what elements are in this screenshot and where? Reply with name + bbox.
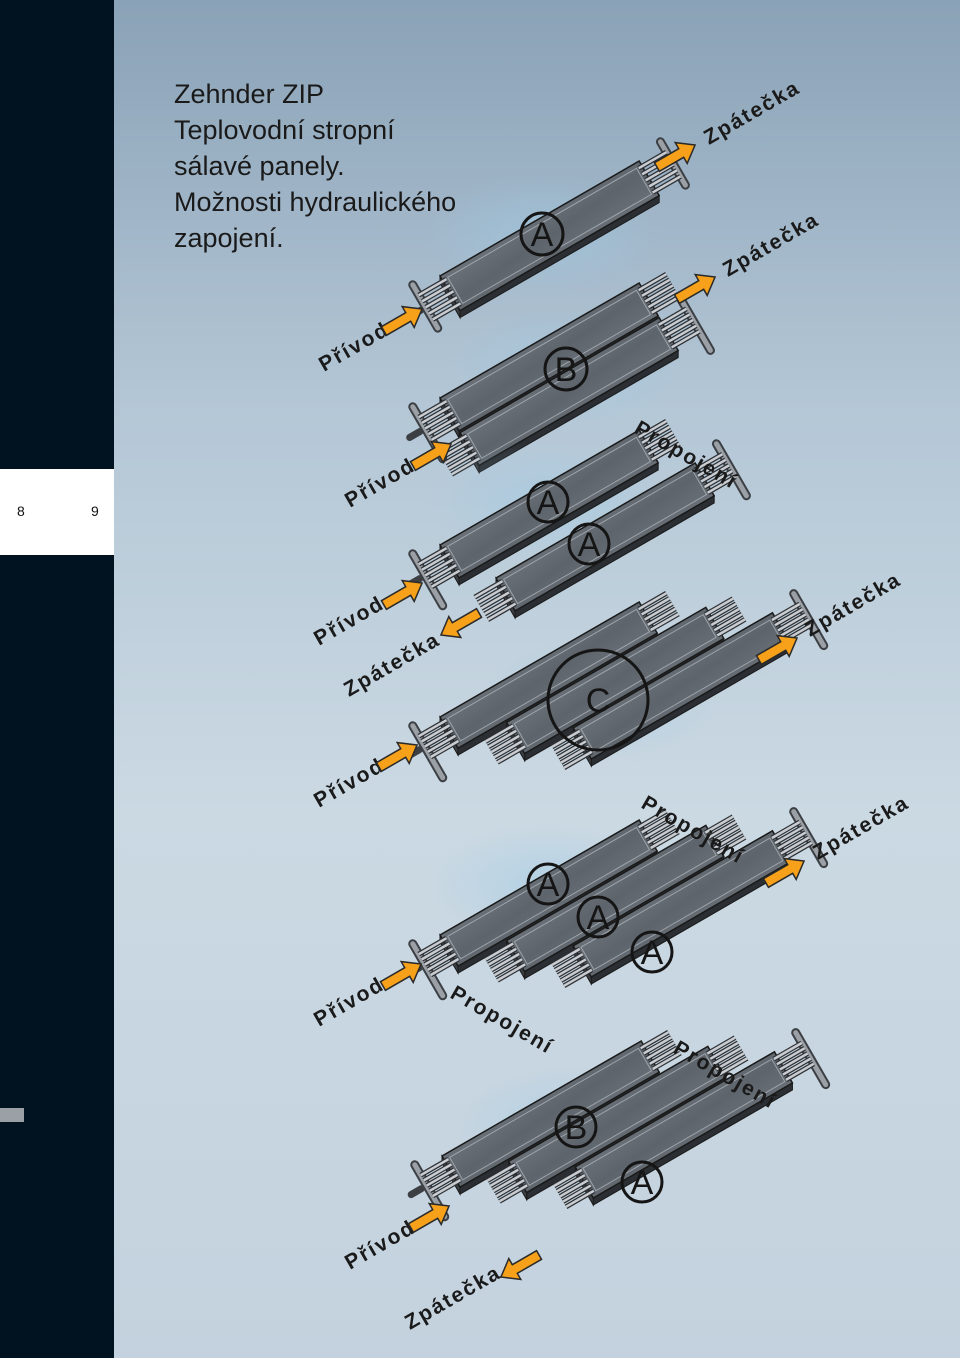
label-zpatecka: Zpátečka: [401, 1261, 505, 1334]
connection-group-g5: AAA: [409, 811, 824, 996]
inlet-stub: [411, 1189, 421, 1195]
title-line: Zehnder ZIP: [174, 76, 534, 112]
panel-type-letter: B: [565, 1109, 588, 1147]
title-line: Teplovodní stropní: [174, 112, 534, 148]
flow-arrow: [373, 735, 423, 778]
connection-group-g6: BA: [411, 1032, 826, 1217]
label-zpatecka: Zpátečka: [340, 628, 444, 701]
label-zpatecka: Zpátečka: [809, 791, 913, 864]
title-line: zapojení.: [174, 220, 534, 256]
label-zpatecka: Zpátečka: [700, 76, 804, 149]
label-privod: Přívod: [341, 1216, 419, 1275]
panel-type-letter: A: [531, 216, 554, 254]
label-propojeni: Propojení: [447, 981, 558, 1058]
title-block: Zehnder ZIP Teplovodní stropní sálavé pa…: [174, 76, 534, 256]
label-zpatecka: Zpátečka: [719, 208, 823, 281]
label-privod: Přívod: [310, 973, 388, 1032]
arrow-shape: [671, 267, 721, 310]
panel-type-letter: A: [537, 866, 560, 904]
panel-type-letter: A: [537, 484, 560, 522]
title-line: Možnosti hydraulického: [174, 184, 534, 220]
inlet-stub: [410, 431, 420, 437]
label-zpatecka: Zpátečka: [801, 568, 905, 641]
panel-type-letter: A: [631, 1164, 654, 1202]
panel-type-letter: C: [586, 682, 611, 720]
label-privod: Přívod: [310, 592, 388, 651]
panel-type-letter: A: [578, 526, 601, 564]
flow-arrow: [671, 267, 721, 310]
arrow-shape: [373, 735, 423, 778]
panel-type-letter: B: [555, 351, 578, 389]
label-privod: Přívod: [341, 454, 419, 513]
panel-type-letter: A: [587, 899, 610, 937]
panel-type-letter: A: [641, 934, 664, 972]
title-line: sálavé panely.: [174, 148, 534, 184]
